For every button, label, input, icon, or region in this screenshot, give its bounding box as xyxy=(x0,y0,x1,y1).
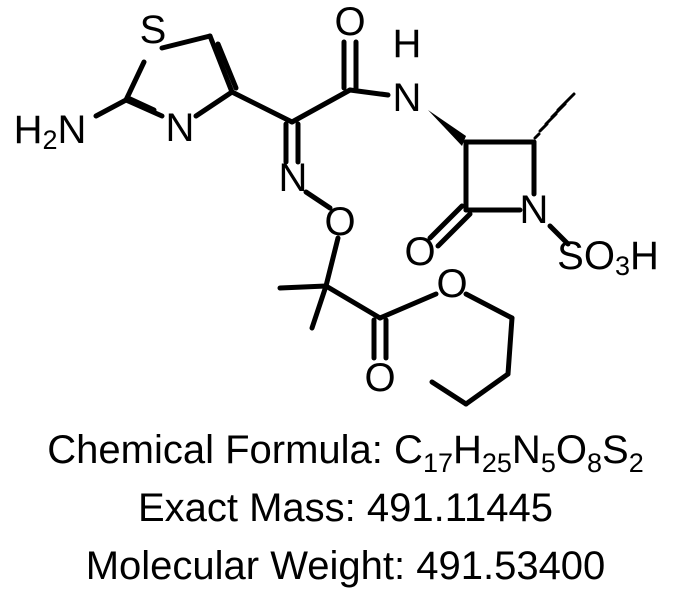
ester-co-bond xyxy=(377,291,439,321)
atom-label-o-lactam: O xyxy=(404,230,435,274)
formula-value: C17H25N5O8S2 xyxy=(394,428,644,478)
atom-label-s-thiazole: S xyxy=(140,8,167,52)
stereo-hash-bond xyxy=(533,92,576,140)
chemical-structure-diagram: S N H2N O N H N O O N SO3H O O xyxy=(14,0,659,407)
n-s-bond xyxy=(547,223,571,247)
formula-label: Chemical Formula: xyxy=(47,428,383,472)
ester-carbonyl xyxy=(371,317,389,361)
bond-o-to-quaternary-c xyxy=(323,235,341,289)
atom-label-n-oxime: N xyxy=(279,156,308,200)
chemical-formula-line: Chemical Formula: C17H25N5O8S2 xyxy=(0,426,691,478)
bond-to-ester-carbon xyxy=(323,283,383,321)
molecular-weight-value: 491.53400 xyxy=(416,544,606,588)
thiazole-ring xyxy=(123,33,239,119)
atom-label-o-amide: O xyxy=(334,0,365,44)
exact-mass-value: 491.11445 xyxy=(366,486,554,530)
atom-label-n-lactam: N xyxy=(520,188,549,232)
atom-label-o-ester: O xyxy=(436,262,467,306)
bond-thiazole-to-c-alpha xyxy=(229,89,295,125)
oxime-no-bond xyxy=(303,189,333,211)
methyl-bond-1 xyxy=(277,283,329,291)
atom-label-sulfo-group: SO3H xyxy=(557,234,659,281)
exact-mass-line: Exact Mass: 491.11445 xyxy=(0,484,691,532)
molecular-weight-label: Molecular Weight: xyxy=(85,544,406,588)
exact-mass-label: Exact Mass: xyxy=(137,486,356,530)
atom-label-o-oxime: O xyxy=(324,200,355,244)
atom-label-n-thiazole: N xyxy=(166,106,195,150)
beta-lactam-ring xyxy=(463,139,537,213)
atom-label-nh-n: N xyxy=(393,76,422,120)
atom-label-o-ester-carbonyl: O xyxy=(364,356,395,400)
bond-c-alpha-to-amide xyxy=(289,87,353,125)
stereo-wedge-bond xyxy=(428,110,466,146)
lactam-carbonyl xyxy=(427,203,473,249)
butyl-chain xyxy=(429,291,515,407)
amide-carbonyl xyxy=(341,39,359,91)
atom-label-nh-h: H xyxy=(393,22,422,66)
methyl-bond-2 xyxy=(309,283,329,331)
molecular-weight-line: Molecular Weight: 491.53400 xyxy=(0,542,691,590)
amide-cn-bond xyxy=(347,87,391,98)
amine-bond xyxy=(93,97,129,119)
oxime-double-bond xyxy=(283,121,301,165)
atom-label-amine: H2N xyxy=(14,108,87,155)
